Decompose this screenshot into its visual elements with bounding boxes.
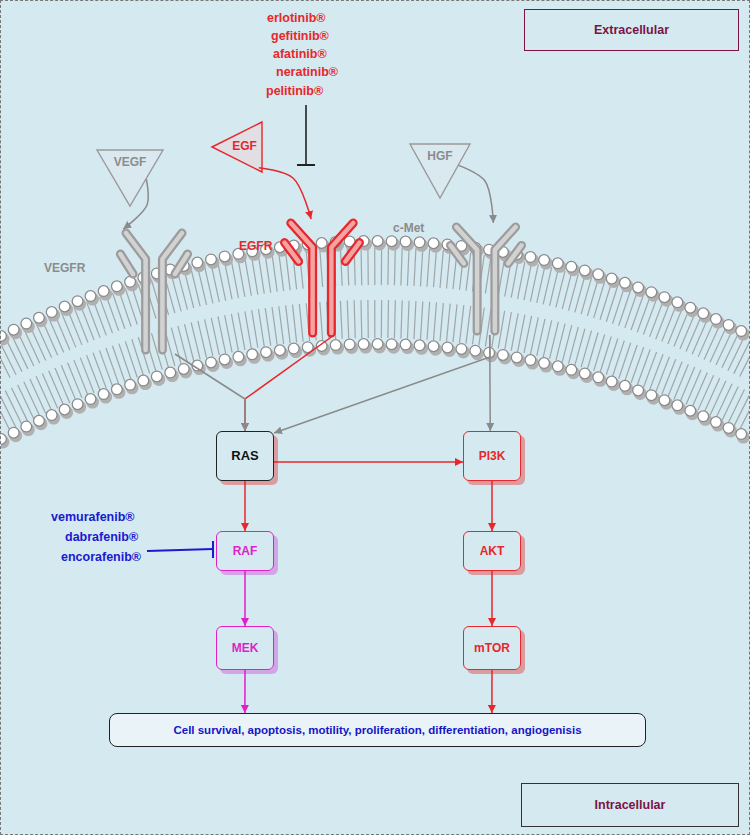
node-label: VEGF	[96, 155, 164, 169]
drug-name: vemurafenib®	[51, 510, 135, 524]
receptor-fill-stroke	[345, 243, 359, 262]
node-label: c-Met	[393, 221, 424, 235]
receptor-outline	[283, 219, 361, 337]
drug-name: encorafenib®	[61, 550, 141, 564]
receptor-fill-stroke	[495, 227, 516, 331]
node-label: EGF	[226, 139, 263, 153]
protein-box: AKT	[463, 531, 521, 571]
node-label: VEGFR	[44, 261, 85, 275]
receptor-fill-stroke	[126, 233, 146, 350]
node-label: mTOR	[474, 641, 510, 655]
signal-arrow	[274, 335, 490, 433]
signal-arrow	[459, 165, 494, 223]
receptor-shape: VEGFR	[119, 229, 189, 354]
lipid-heads	[1, 241, 750, 336]
drug-name: erlotinib®	[267, 11, 326, 25]
node-label: PI3K	[479, 449, 506, 463]
inhibition-line	[147, 549, 213, 551]
drug-name: pelitinib®	[266, 84, 323, 98]
signal-arrow	[244, 481, 246, 531]
receptor-outline-stroke	[495, 227, 516, 331]
receptor-outline-stroke	[120, 254, 133, 274]
node-label: AKT	[480, 544, 505, 558]
receptor-outline-stroke	[175, 254, 188, 274]
ligand-triangle: HGF	[409, 143, 471, 199]
signal-arrow	[259, 168, 311, 219]
receptor-fill-stroke	[175, 254, 188, 274]
node-label: Extracellular	[594, 23, 669, 37]
receptor-shape: c-Met	[449, 223, 523, 335]
drug-name: afatinib®	[273, 47, 327, 61]
ligand-triangle: VEGF	[96, 149, 164, 207]
receptor-outline-stroke	[162, 233, 182, 350]
drug-name: gefitinib®	[271, 29, 329, 43]
triangle-outline-shape	[410, 144, 470, 198]
receptor-fill-stroke	[162, 233, 182, 350]
receptor-outline-stroke	[331, 223, 353, 333]
lipid-heads	[1, 344, 750, 439]
protein-box: RAF	[216, 531, 274, 571]
outcome-box: Cell survival, apoptosis, motility, prol…	[109, 713, 646, 747]
receptor-fill-stroke	[331, 223, 353, 333]
region-label-box: Extracellular	[524, 9, 739, 51]
receptor-outline-stroke	[450, 245, 463, 263]
receptor-fill-stroke	[508, 245, 521, 263]
signal-arrow	[491, 481, 493, 531]
inhibition-bar	[212, 541, 214, 558]
receptor-outline-stroke	[126, 233, 146, 350]
receptor-shape: EGFR	[283, 219, 361, 337]
node-label: HGF	[409, 149, 471, 163]
node-label: MEK	[232, 641, 259, 655]
inhibition-bar	[297, 164, 315, 166]
drug-name: neratinib®	[276, 65, 338, 79]
signal-arrow	[489, 335, 491, 431]
signal-arrow	[244, 571, 246, 626]
node-label: Intracellular	[595, 798, 666, 812]
signal-arrow	[175, 354, 245, 431]
receptor-outline-stroke	[285, 243, 299, 262]
receptor-fill-stroke	[285, 243, 299, 262]
triangle-outline-shape	[212, 122, 262, 172]
receptor-fill-stroke	[456, 227, 477, 331]
protein-box: PI3K	[463, 431, 521, 481]
receptor-outline-stroke	[456, 227, 477, 331]
receptor-outline-stroke	[508, 245, 521, 263]
signal-arrow	[491, 670, 493, 713]
signal-arrow	[244, 670, 246, 713]
protein-box: RAS	[216, 431, 274, 481]
protein-box: MEK	[216, 626, 274, 670]
receptor-outline-stroke	[345, 243, 359, 262]
node-label: RAF	[233, 544, 258, 558]
lipid-heads	[1, 241, 750, 336]
receptor-outline	[119, 229, 189, 354]
lipid-heads	[1, 344, 750, 439]
receptor-outline	[449, 223, 523, 335]
triangle-outline-shape	[97, 150, 163, 206]
drug-name: dabrafenib®	[65, 530, 138, 544]
signal-arrow	[491, 571, 493, 626]
node-label: Cell survival, apoptosis, motility, prol…	[173, 723, 581, 737]
region-label-box: Intracellular	[521, 783, 739, 827]
ligand-triangle: EGF	[211, 121, 263, 173]
node-label: RAS	[231, 449, 258, 463]
receptor-outline-stroke	[291, 223, 313, 333]
receptor-fill-stroke	[120, 254, 133, 274]
signal-arrow	[245, 337, 331, 431]
receptor-fill-stroke	[291, 223, 313, 333]
lipid-tails	[1, 319, 750, 414]
protein-box: mTOR	[463, 626, 521, 670]
inhibition-line	[305, 105, 307, 165]
receptor-fill-stroke	[450, 245, 463, 263]
node-label: EGFR	[239, 239, 272, 253]
signal-arrow	[274, 461, 463, 463]
